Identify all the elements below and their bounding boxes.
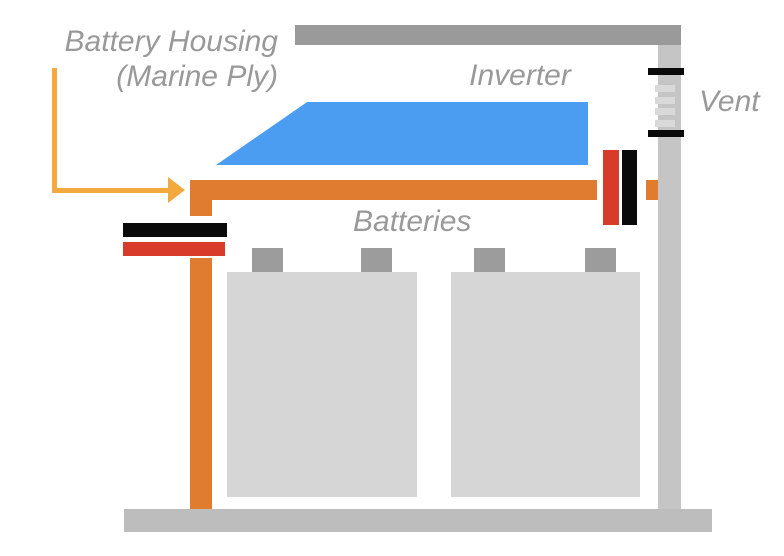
left-isolator-black-bar (123, 223, 227, 237)
battery-terminal (474, 248, 505, 272)
inverter-shape (216, 102, 588, 165)
housing-floor-panel (124, 509, 712, 532)
right-isolator-red-bar (603, 150, 619, 225)
battery-terminal (361, 248, 392, 272)
shelf-bar (190, 180, 597, 200)
left-isolator-red-bar (123, 242, 225, 256)
battery-housing-label-line1: Battery Housing (64, 25, 278, 58)
housing-right-wall (658, 45, 681, 509)
battery-block (451, 272, 640, 497)
inverter-label: Inverter (469, 59, 571, 92)
battery-terminal (252, 248, 283, 272)
pointer-arrowhead-icon (168, 177, 185, 203)
battery-block (227, 272, 417, 497)
left-pipe-upper (190, 180, 212, 216)
batteries-label: Batteries (353, 205, 472, 238)
battery-terminal (585, 248, 616, 272)
vent-bottom-marker (648, 130, 684, 137)
right-isolator-black-bar (622, 150, 637, 225)
housing-roof-panel (295, 25, 681, 45)
vent-slat-icon (655, 108, 675, 115)
left-pipe-lower (190, 258, 212, 509)
battery-housing-label-line2: (Marine Ply) (116, 60, 278, 93)
pointer-arrow-vertical (52, 68, 57, 193)
vent-slat-icon (655, 85, 675, 92)
vent-label: Vent (699, 85, 760, 118)
battery-housing-label: Battery Housing (Marine Ply) (0, 24, 278, 94)
vent-top-marker (648, 68, 684, 75)
vent-slat-icon (655, 97, 675, 104)
vent-slat-icon (655, 120, 675, 127)
pointer-arrow-horizontal (52, 188, 168, 193)
